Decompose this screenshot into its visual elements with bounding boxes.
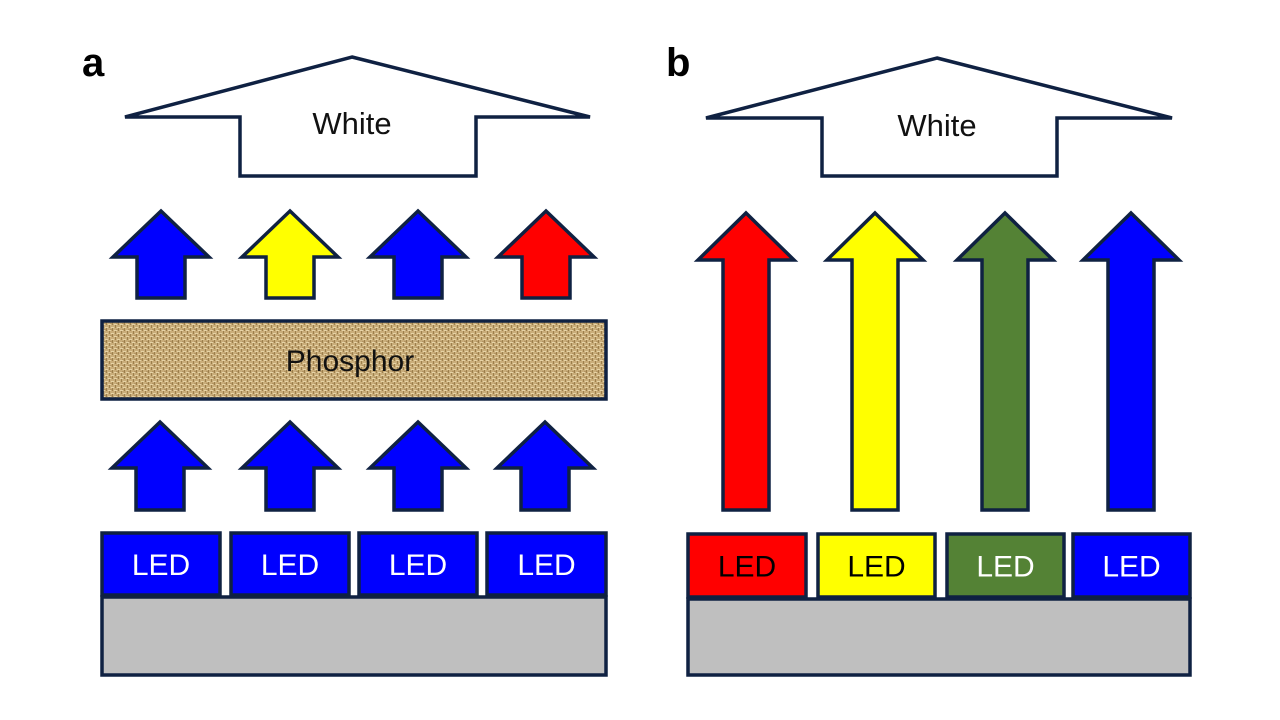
led-label: LED	[132, 549, 190, 582]
led-label: LED	[389, 549, 447, 582]
blue-arrow-icon	[237, 419, 343, 512]
panel-b: b White LED LED LED LED	[666, 41, 1192, 677]
led-label: LED	[261, 549, 319, 582]
white-output-arrow: White	[705, 56, 1173, 178]
led-chip: LED	[229, 531, 351, 597]
led-chip: LED	[357, 531, 479, 597]
led-chip: LED	[945, 532, 1066, 599]
led-chip-body	[485, 531, 608, 597]
led-chip: LED	[100, 531, 222, 597]
white-label: White	[897, 108, 976, 143]
led-chip: LED	[686, 532, 808, 599]
led-chip: LED	[485, 531, 608, 597]
white-arrow-shape	[124, 55, 591, 178]
led-label: LED	[1102, 551, 1160, 584]
white-label: White	[312, 106, 391, 141]
led-chip-body	[100, 531, 222, 597]
panel-a: a White Phosphor LED LED LED LED	[82, 41, 608, 677]
blue-arrow-icon	[365, 208, 471, 300]
led-label: LED	[517, 549, 575, 582]
led-chip-body	[229, 531, 351, 597]
led-label: LED	[718, 551, 776, 584]
led-chip-body	[945, 532, 1066, 599]
led-chip-body	[816, 532, 937, 599]
emitted-arrows	[108, 208, 599, 300]
blue-arrow-icon	[492, 419, 598, 512]
substrate	[100, 595, 608, 677]
led-chip: LED	[1071, 532, 1192, 599]
yellow-arrow-icon	[822, 210, 928, 512]
green-arrow-icon	[952, 210, 1058, 512]
blue-arrow-icon	[365, 419, 471, 512]
yellow-arrow-icon	[237, 208, 343, 300]
panel-b-label: b	[666, 41, 690, 85]
phosphor-rect	[100, 319, 608, 401]
white-output-arrow: White	[124, 55, 591, 178]
phosphor-layer: Phosphor	[100, 319, 608, 401]
led-chip: LED	[816, 532, 937, 599]
white-arrow-shape	[705, 56, 1173, 178]
blue-arrow-icon	[108, 208, 214, 300]
led-row: LED LED LED LED	[686, 532, 1192, 599]
led-chip-body	[686, 532, 808, 599]
pump-arrows	[107, 419, 598, 512]
red-arrow-icon	[693, 210, 799, 512]
led-chip-body	[1071, 532, 1192, 599]
phosphor-label: Phosphor	[286, 345, 414, 378]
panel-a-label: a	[82, 41, 105, 85]
emitted-arrows	[693, 210, 1184, 512]
blue-arrow-icon	[1078, 210, 1184, 512]
led-label: LED	[847, 551, 905, 584]
red-arrow-icon	[493, 208, 599, 300]
led-chip-body	[357, 531, 479, 597]
led-label: LED	[976, 551, 1034, 584]
led-row: LED LED LED LED	[100, 531, 608, 597]
substrate	[686, 597, 1192, 677]
blue-arrow-icon	[107, 419, 213, 512]
